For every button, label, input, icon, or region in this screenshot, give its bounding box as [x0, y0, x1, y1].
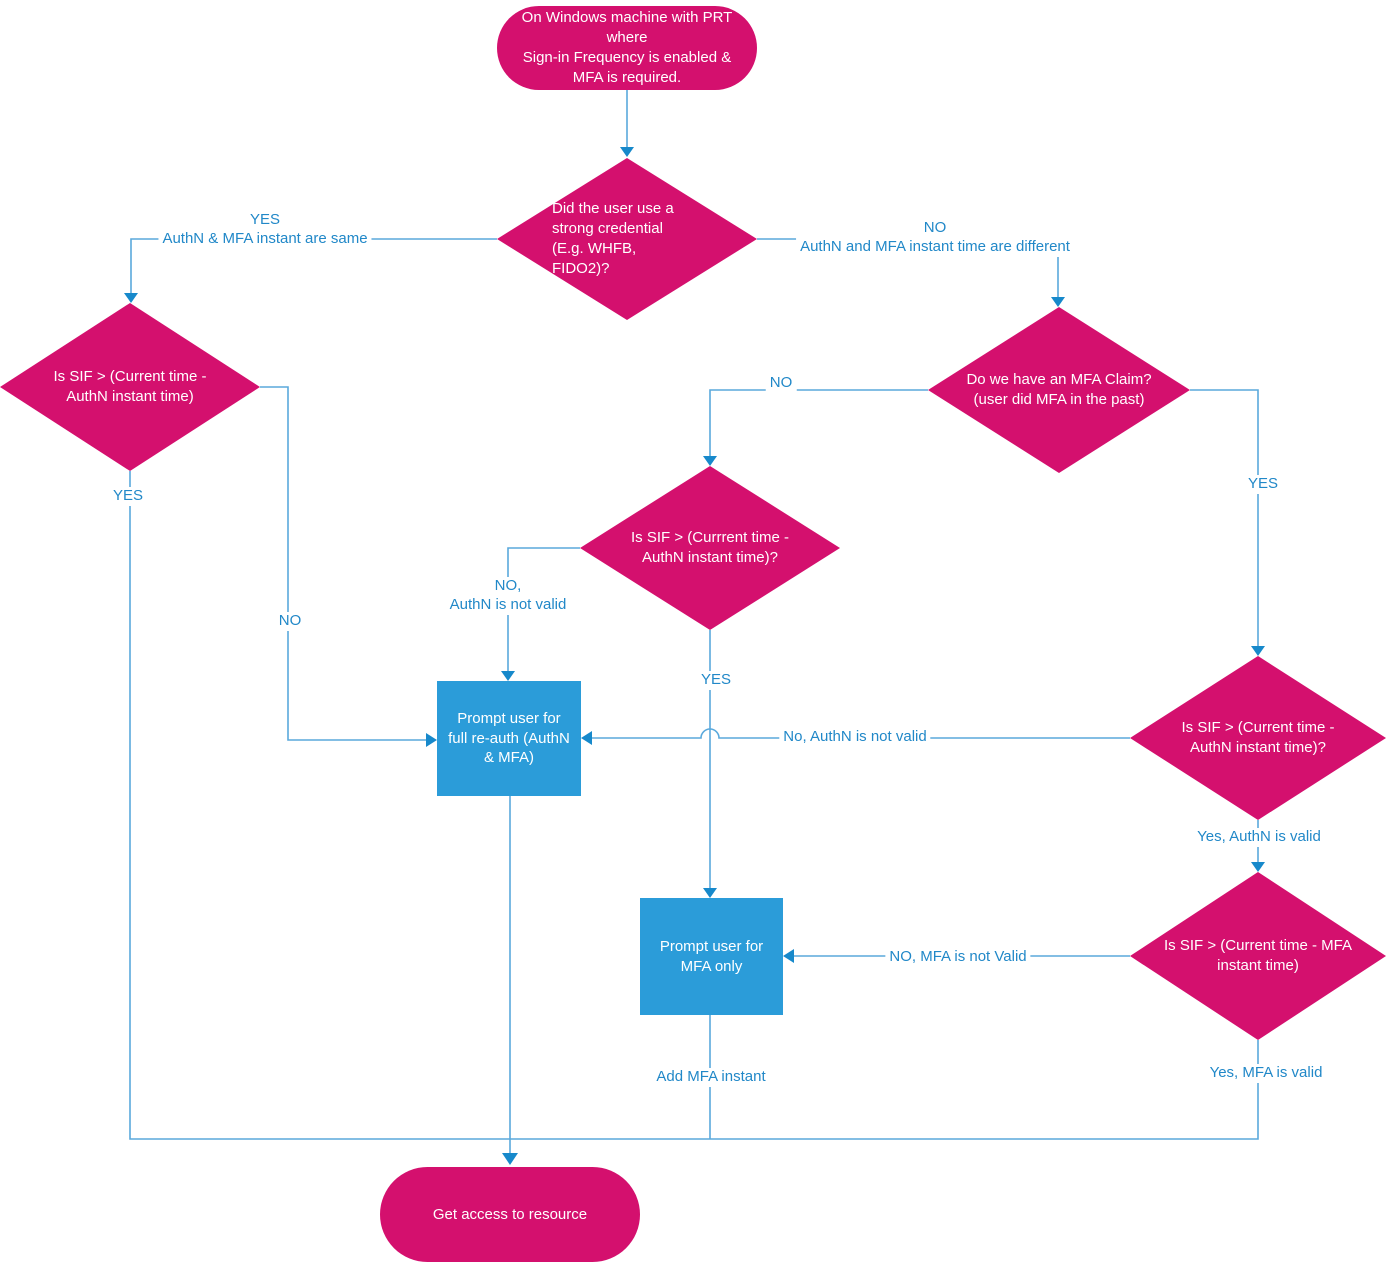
edge-label-claim-yes: YES — [1243, 475, 1283, 494]
node-end-label: Get access to resource — [432, 1205, 588, 1223]
arrowhead-strong-cred-top — [620, 147, 634, 157]
diamond-shape — [0, 303, 260, 471]
node-strong-credential-decision: Did the user use a strong credential (E.… — [497, 158, 757, 320]
arrowhead-mfa-only-right — [783, 949, 794, 963]
diamond-shape — [1130, 656, 1386, 820]
node-sif-authn-left-label: Is SIF > (Current time - AuthN instant t… — [53, 368, 207, 405]
edge-label-mfa-no: NO, MFA is not Valid — [885, 948, 1031, 967]
edge-sif-left-no — [260, 386, 426, 741]
node-start-label: On Windows machine with PRT where Sign-i… — [521, 9, 733, 86]
node-sif-authn-mid-label: Is SIF > (Currrent time - AuthN instant … — [631, 529, 789, 566]
edge-label-add-mfa: Add MFA instant — [652, 1068, 770, 1087]
arrowhead-full-reauth-right — [581, 731, 592, 745]
edge-label-mfa-yes: Yes, MFA is valid — [1205, 1064, 1327, 1083]
arrowhead-sif-mfa-top — [1251, 862, 1265, 872]
arrowhead-sif-right-top — [1251, 646, 1265, 656]
diamond-shape — [497, 158, 757, 320]
node-full-reauth-action: Prompt user for full re-auth (AuthN & MF… — [437, 681, 581, 796]
arrowhead-sif-left-top — [124, 293, 138, 303]
node-sif-authn-right-label: Is SIF > (Current time - AuthN instant t… — [1181, 719, 1335, 756]
node-mfa-only-label: Prompt user for MFA only — [659, 937, 764, 975]
diamond-shape — [1130, 872, 1386, 1040]
edge-mfa-claim-yes — [1190, 389, 1259, 646]
node-end: Get access to resource — [380, 1167, 640, 1262]
node-start: On Windows machine with PRT where Sign-i… — [497, 6, 757, 90]
node-full-reauth-label: Prompt user for full re-auth (AuthN & MF… — [448, 709, 570, 767]
arrowhead-full-reauth-top — [501, 671, 515, 681]
edge-label-mid-yes: YES — [696, 671, 736, 690]
edge-label-strong-yes: YES AuthN & MFA instant are same — [158, 211, 372, 249]
arrowhead-mfa-only-top — [703, 888, 717, 898]
diamond-shape — [580, 466, 840, 630]
edge-label-left-no: NO — [274, 612, 306, 631]
node-mfa-claim-decision: Do we have an MFA Claim? (user did MFA i… — [928, 307, 1190, 473]
edge-label-claim-no: NO — [765, 374, 797, 393]
node-sif-authn-left-decision: Is SIF > (Current time - AuthN instant t… — [0, 303, 260, 471]
arrowhead-mfa-claim-top — [1051, 297, 1065, 307]
edge-label-mid-no: NO, AuthN is not valid — [445, 577, 571, 615]
edge-label-strong-no: NO AuthN and MFA instant time are differ… — [796, 219, 1074, 257]
edge-sif-right-no — [592, 728, 1130, 739]
node-sif-mfa-decision: Is SIF > (Current time - MFA instant tim… — [1130, 872, 1386, 1040]
node-mfa-only-action: Prompt user for MFA only — [640, 898, 783, 1015]
node-mfa-claim-label: Do we have an MFA Claim? (user did MFA i… — [966, 371, 1152, 408]
arrowhead-full-reauth-left — [426, 733, 437, 747]
edge-strong-cred-yes — [130, 238, 497, 293]
arrowhead-sif-mid-top — [703, 456, 717, 466]
node-strong-credential-label: Did the user use a strong credential (E.… — [552, 200, 674, 277]
node-sif-mfa-label: Is SIF > (Current time - MFA instant tim… — [1164, 937, 1352, 974]
edge-sif-mid-no — [507, 547, 580, 671]
edge-mfa-claim-no — [709, 389, 928, 456]
arrowhead-end-top — [502, 1153, 518, 1165]
edge-label-right-no: No, AuthN is not valid — [779, 728, 931, 747]
node-sif-authn-right-decision: Is SIF > (Current time - AuthN instant t… — [1130, 656, 1386, 820]
node-sif-authn-mid-decision: Is SIF > (Currrent time - AuthN instant … — [580, 466, 840, 630]
edge-bottom-merge — [129, 471, 1259, 1140]
edge-label-left-yes: YES — [108, 487, 148, 506]
edge-label-right-yes: Yes, AuthN is valid — [1193, 828, 1325, 847]
diamond-shape — [928, 307, 1190, 473]
